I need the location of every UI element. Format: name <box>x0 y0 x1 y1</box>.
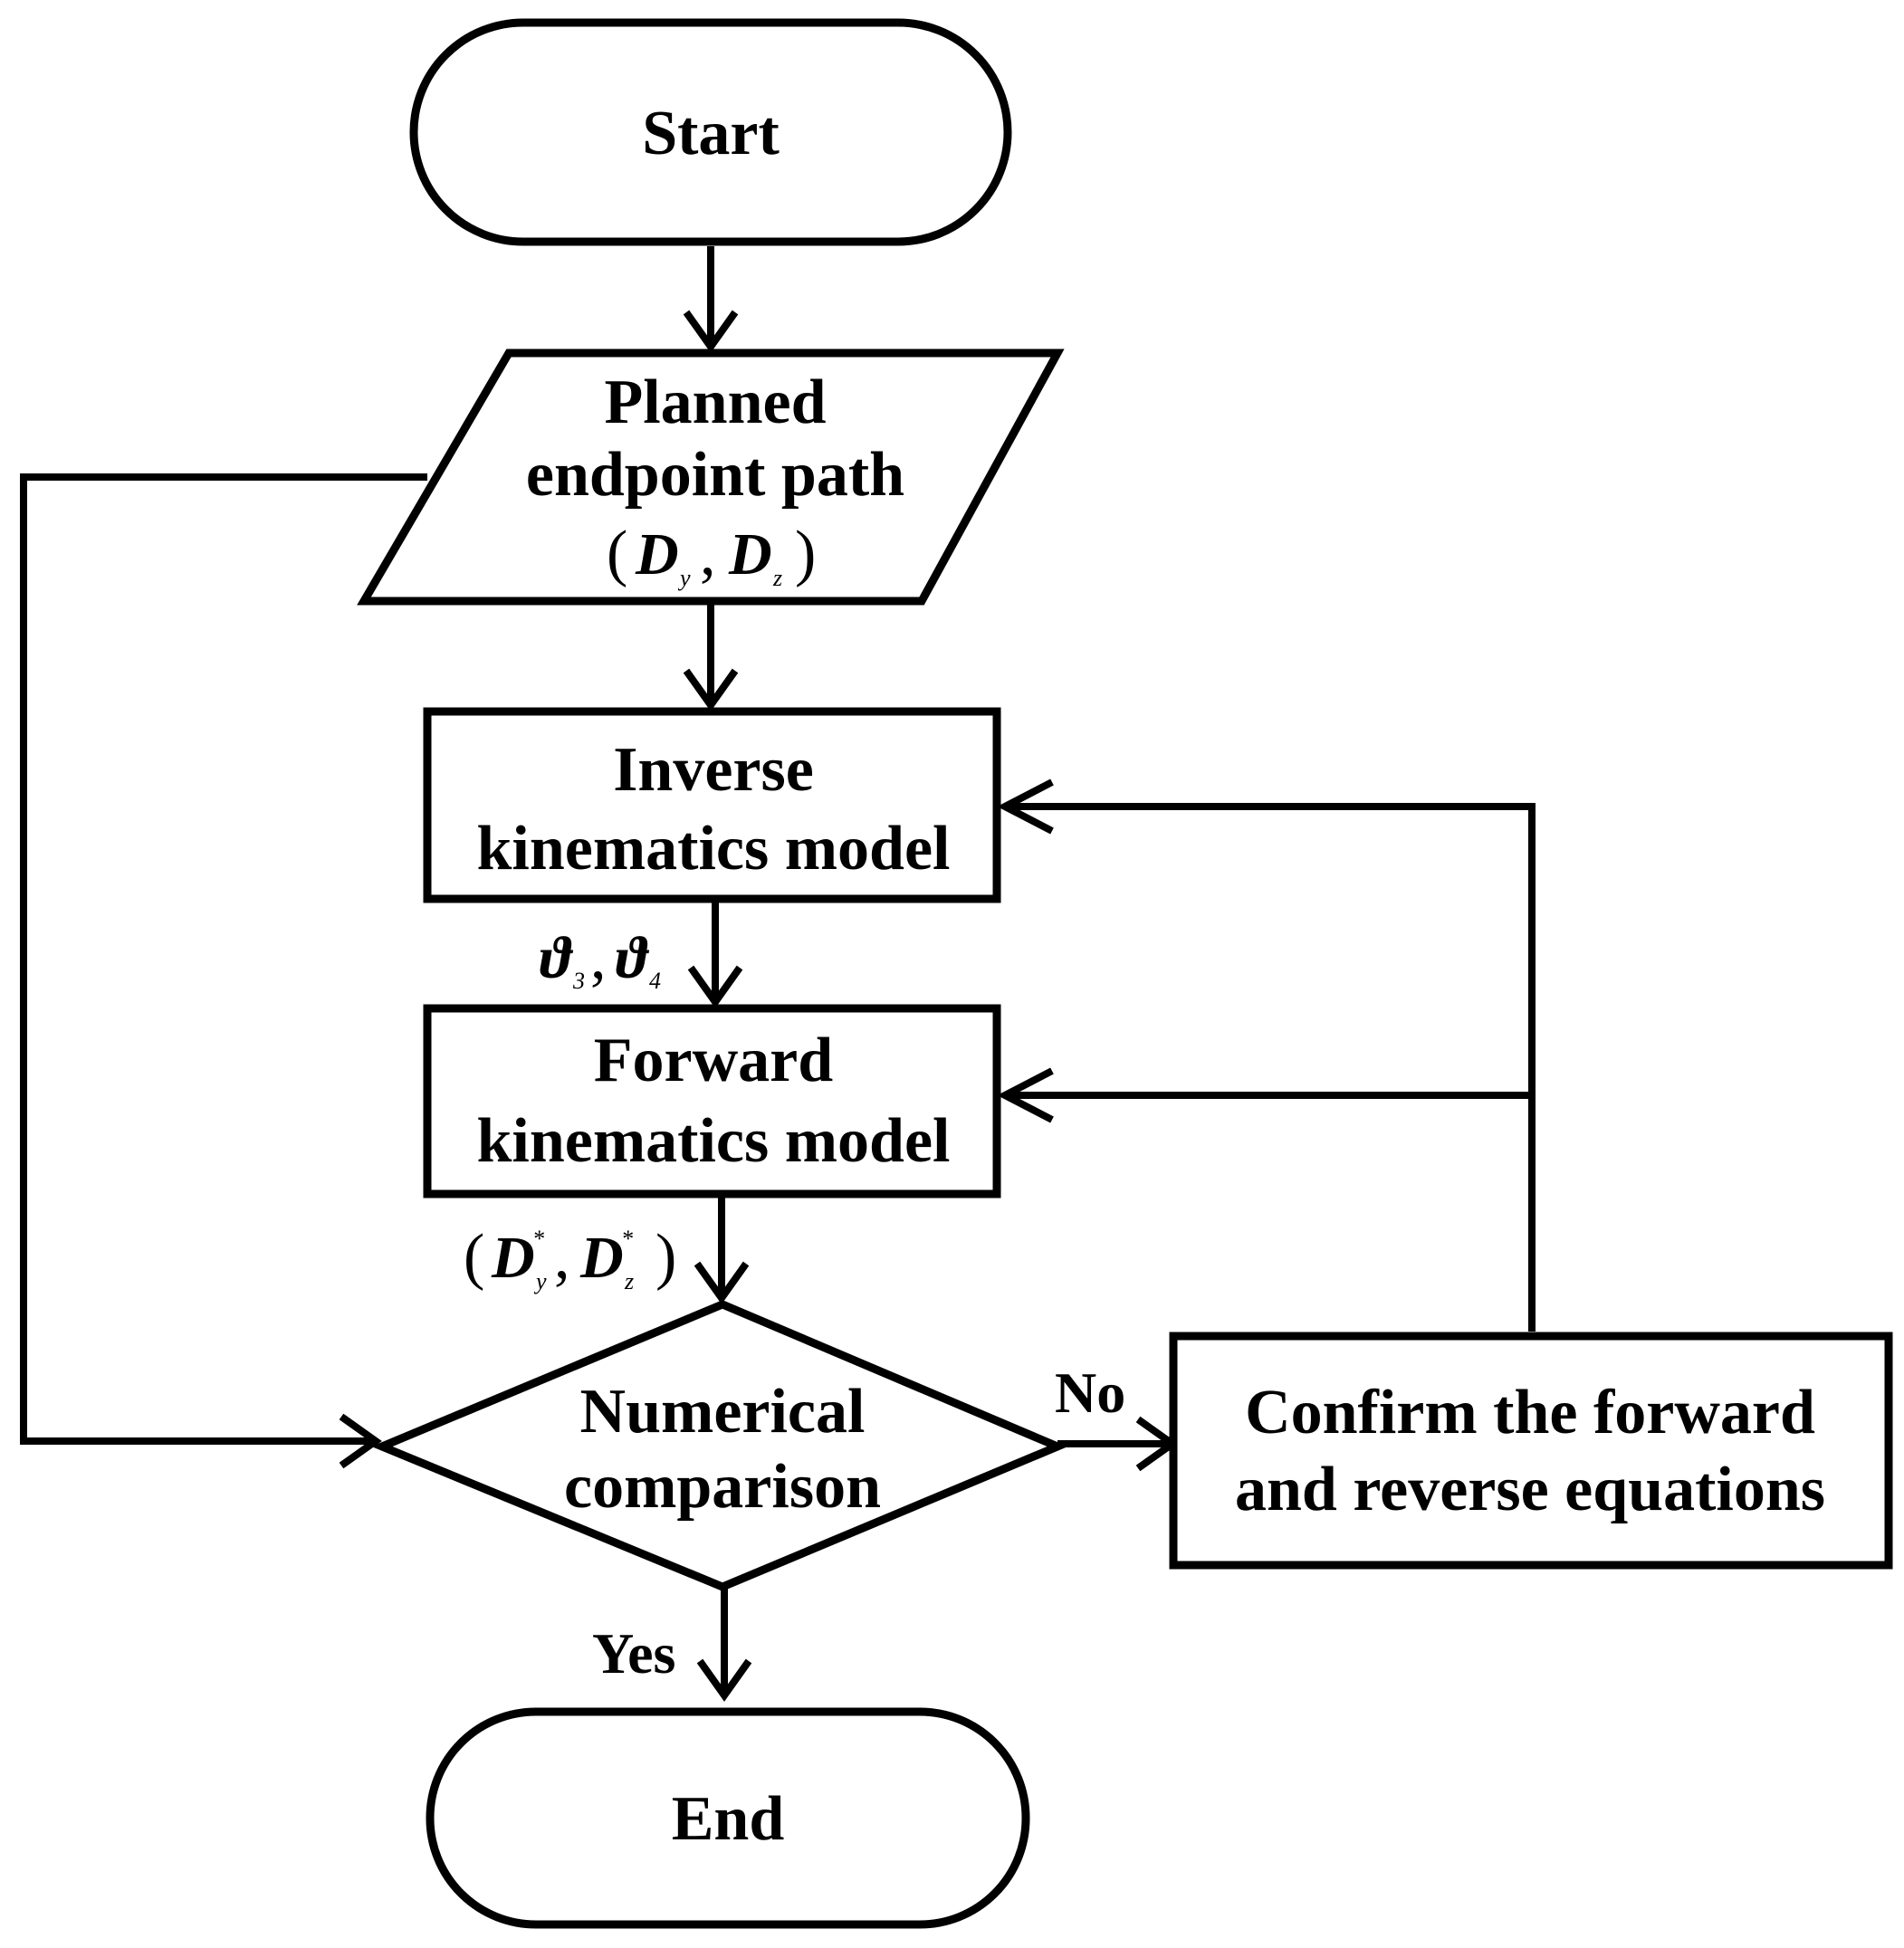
dstar-open: ( <box>464 1222 484 1292</box>
theta-sub1: 3 <box>572 968 585 994</box>
input-formula-var2: D <box>728 521 772 587</box>
arrowhead-feedback-to-forward <box>997 1067 1054 1123</box>
arrowhead-feedback-to-inverse <box>997 778 1054 835</box>
confirm-label-line2: and reverse equations <box>1235 1455 1825 1524</box>
decision-label-line1: Numerical <box>580 1377 866 1447</box>
input-parallelogram <box>357 349 1065 606</box>
input-label-line2: endpoint path <box>526 440 904 510</box>
arrowhead-start-to-input <box>683 310 739 353</box>
arrowhead-forward-to-decision <box>694 1261 750 1304</box>
connector-confirm-feedback-to-inverse <box>1005 803 1536 1332</box>
dstar-comma: , <box>554 1222 570 1292</box>
inverse-label-line2: kinematics model <box>476 814 950 883</box>
arrowhead-bypass-to-decision <box>339 1413 382 1469</box>
dstar-sup2: * <box>621 1226 633 1252</box>
theta-comma: , <box>590 922 607 992</box>
input-formula-var1: D <box>635 521 679 587</box>
forward-kinematics-box <box>423 1004 1001 1198</box>
arrowhead-input-to-inverse <box>683 668 739 711</box>
yes-edge-label: Yes <box>592 1621 675 1685</box>
end-terminator <box>426 1707 1030 1929</box>
theta-var2: ϑ <box>616 925 650 991</box>
input-formula-open: ( <box>607 519 627 588</box>
no-edge-label: No <box>1055 1361 1125 1425</box>
inverse-label-line1: Inverse <box>613 735 814 805</box>
dstar-sub2: z <box>624 1268 634 1294</box>
input-formula-close: ) <box>795 519 816 588</box>
theta-var1: ϑ <box>540 925 574 991</box>
dstar-edge-label: ( D * y , D * z ) <box>464 1222 676 1294</box>
forward-label-line2: kinematics model <box>476 1106 950 1176</box>
end-label: End <box>672 1784 785 1854</box>
inverse-kinematics-box <box>423 707 1001 903</box>
confirm-equations-box <box>1169 1332 1893 1570</box>
arrowhead-decision-to-end <box>696 1658 752 1702</box>
dstar-var2: D <box>579 1225 624 1291</box>
theta-edge-label: ϑ 3 , ϑ 4 <box>540 922 661 994</box>
input-label-line1: Planned <box>604 368 826 437</box>
input-formula-sub2: z <box>772 565 782 591</box>
dstar-close: ) <box>655 1222 676 1292</box>
dstar-var1: D <box>491 1225 535 1291</box>
theta-sub2: 4 <box>649 968 661 994</box>
input-formula-comma: , <box>700 519 716 588</box>
dstar-sub1: y <box>533 1268 547 1294</box>
forward-label-line1: Forward <box>594 1026 833 1095</box>
dstar-sup1: * <box>532 1226 544 1252</box>
decision-diamond <box>371 1300 1068 1591</box>
start-label: Start <box>642 99 780 168</box>
confirm-label-line1: Confirm the forward <box>1245 1378 1815 1447</box>
arrowhead-inverse-to-forward <box>687 965 743 1008</box>
input-formula: ( D y , D z ) <box>607 519 816 591</box>
connector-input-to-decision-bypass <box>20 473 427 1445</box>
decision-label-line2: comparison <box>564 1452 881 1522</box>
start-terminator <box>409 18 1012 246</box>
input-formula-sub1: y <box>677 565 691 591</box>
